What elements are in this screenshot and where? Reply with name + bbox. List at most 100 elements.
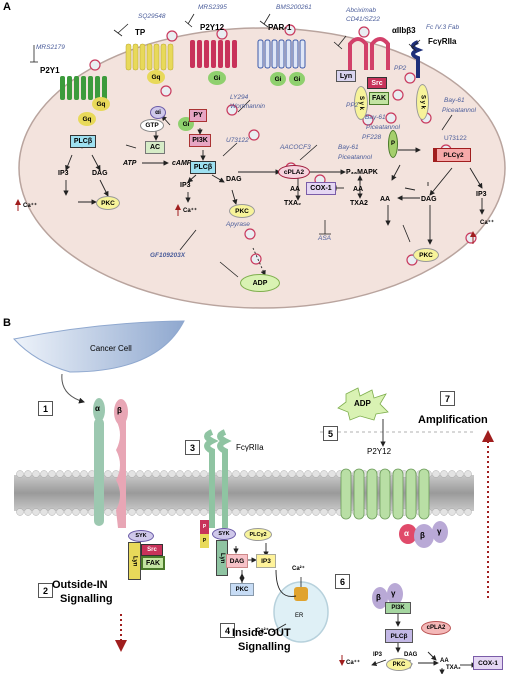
step-7: 7 xyxy=(440,391,455,406)
receptor-par1: PAR-1 xyxy=(268,23,292,32)
drug-asa: ASA xyxy=(318,235,332,242)
pill-icons xyxy=(89,24,477,266)
gi-node-2: Gi xyxy=(270,72,286,86)
adp-star-b xyxy=(337,387,389,421)
drug-piceatannol-1: Piceatannol xyxy=(366,124,400,131)
ac-node: AC xyxy=(145,141,165,154)
drug-cd41: CD41/SZ22 xyxy=(346,16,380,23)
drug-ly294: LY294 xyxy=(230,94,249,101)
panel-a-label: A xyxy=(3,1,11,13)
drug-u73122-2: U73122 xyxy=(444,135,467,142)
p2y1-receptor xyxy=(60,76,107,100)
atp-label: ATP xyxy=(123,160,137,167)
ip3-label-a2: IP3 xyxy=(180,182,191,189)
platelet-membrane xyxy=(14,475,474,511)
step-6: 6 xyxy=(335,574,350,589)
pkc-node-2: PKC xyxy=(229,204,255,218)
adp-label-b: ADP xyxy=(354,399,371,408)
ip3-label-a3: IP3 xyxy=(476,191,487,198)
syk-node-b2: SYK xyxy=(212,528,236,540)
cox1-node-b: COX-1 xyxy=(473,656,503,670)
ip3-node-b: IP3 xyxy=(256,554,276,568)
gamma-subunit-label-2: γ xyxy=(391,589,396,598)
drug-aacocf3: AACOCF3 xyxy=(280,144,311,151)
drug-gf109203x: GF109203X xyxy=(150,252,186,259)
receptor-integrin: αIIbβ3 xyxy=(392,26,416,35)
py-node: PY xyxy=(189,109,207,122)
ca-label-a2: Ca⁺⁺ xyxy=(183,208,198,214)
fcr-b xyxy=(204,429,219,528)
outside-in-label-2: Signalling xyxy=(60,593,113,605)
amplification-label: Amplification xyxy=(418,414,488,426)
plcg2-node-a: PLCγ2 xyxy=(433,148,471,162)
p38-label: P₃₈MAPK xyxy=(346,169,378,176)
aa-label-a1: AA xyxy=(290,186,301,193)
drug-bay61-3: Bay-61 xyxy=(444,97,465,104)
drug-bay61-1: Bay-61 xyxy=(365,114,386,121)
cpla2-node-a: cPLA2 xyxy=(278,165,310,179)
pkc-node-b2: PKC xyxy=(386,658,412,671)
pi3k-node-a: PI3K xyxy=(189,134,211,147)
fcr-label-b: FcγRIIa xyxy=(236,443,264,452)
drug-wortmannin: Wortmannin xyxy=(230,103,266,110)
drug-sq29548: SQ29548 xyxy=(138,13,166,20)
beta-subunit-label: β xyxy=(420,531,425,540)
integrin-receptor xyxy=(348,37,390,70)
pkc-node-3: PKC xyxy=(413,248,439,262)
platelet-cell xyxy=(18,27,506,309)
drug-piceatannol-2: Piceatannol xyxy=(338,154,372,161)
drug-mrs2179: MRS2179 xyxy=(36,44,65,51)
integrin-alpha-label: α xyxy=(95,404,100,413)
lyn-node-a: Lyn xyxy=(336,70,356,82)
syk-node-b: SYK xyxy=(128,530,154,542)
drug-piceatannol-3: Piceatannol xyxy=(442,107,476,114)
fak-node-b: FAK xyxy=(141,556,165,570)
step-4: 4 xyxy=(220,623,235,638)
inside-out-label-2: Signalling xyxy=(238,641,291,653)
receptor-p2y12: P2Y12 xyxy=(200,23,225,32)
alpha-subunit-label: α xyxy=(404,529,409,538)
panel-b-label: B xyxy=(3,317,11,329)
pkc-node-1: PKC xyxy=(96,196,120,210)
step-3: 3 xyxy=(185,440,200,455)
gi-node-3: Gi xyxy=(289,72,305,86)
gq-node-2: Gq xyxy=(78,112,96,126)
gi-node: Gi xyxy=(208,71,226,85)
camp-label: cAMP xyxy=(172,160,192,167)
fcr-itam-1: P xyxy=(200,520,209,534)
plcb-node-2: PLCβ xyxy=(190,161,216,174)
dag-label-a2: DAG xyxy=(226,176,242,183)
txa2-label-a1: TXA₂ xyxy=(284,200,302,207)
drug-apyrase: Apyrase xyxy=(226,221,250,228)
ca-label-b2: Ca²⁺ xyxy=(256,628,269,634)
integrin-beta-label: β xyxy=(117,406,122,415)
drug-bms200261: BMS200261 xyxy=(276,4,312,11)
txa2-label-a2: TXA2 xyxy=(350,200,368,207)
drug-pp2-2: PP2 xyxy=(346,102,359,109)
inside-out-label-1: Inside-OUT xyxy=(232,627,291,639)
outside-in-label-1: Outside-IN xyxy=(52,579,108,591)
integrin-b xyxy=(93,398,128,528)
dag-label-a1: DAG xyxy=(92,170,108,177)
dag-label-b2: DAG xyxy=(404,652,418,658)
drug-fc-fab: Fc IV.3 Fab xyxy=(426,24,460,31)
drug-mrs2395: MRS2395 xyxy=(198,4,227,11)
plcg2-node-b: PLCγ2 xyxy=(244,528,272,541)
receptor-tp: TP xyxy=(135,28,146,37)
p2y12-label-b: P2Y12 xyxy=(367,447,392,456)
pkc-node-b: PKC xyxy=(230,583,254,596)
syk-node-a1: S y k xyxy=(354,86,368,120)
aa-label-b: AA xyxy=(440,658,449,664)
drug-pp2-1: PP2 xyxy=(394,65,407,72)
p2y12-b xyxy=(340,468,430,520)
ca-label-a3: Ca⁺⁺ xyxy=(480,220,495,226)
plcb-node-1: PLCβ xyxy=(70,135,96,148)
fcr-receptor xyxy=(411,40,424,78)
ca-label-b1: Ca²⁺ xyxy=(292,566,305,572)
step-2: 2 xyxy=(38,583,53,598)
gq-node-tp: Gq xyxy=(147,70,165,84)
step-5: 5 xyxy=(323,426,338,441)
fak-node-a: FAK xyxy=(369,92,389,105)
